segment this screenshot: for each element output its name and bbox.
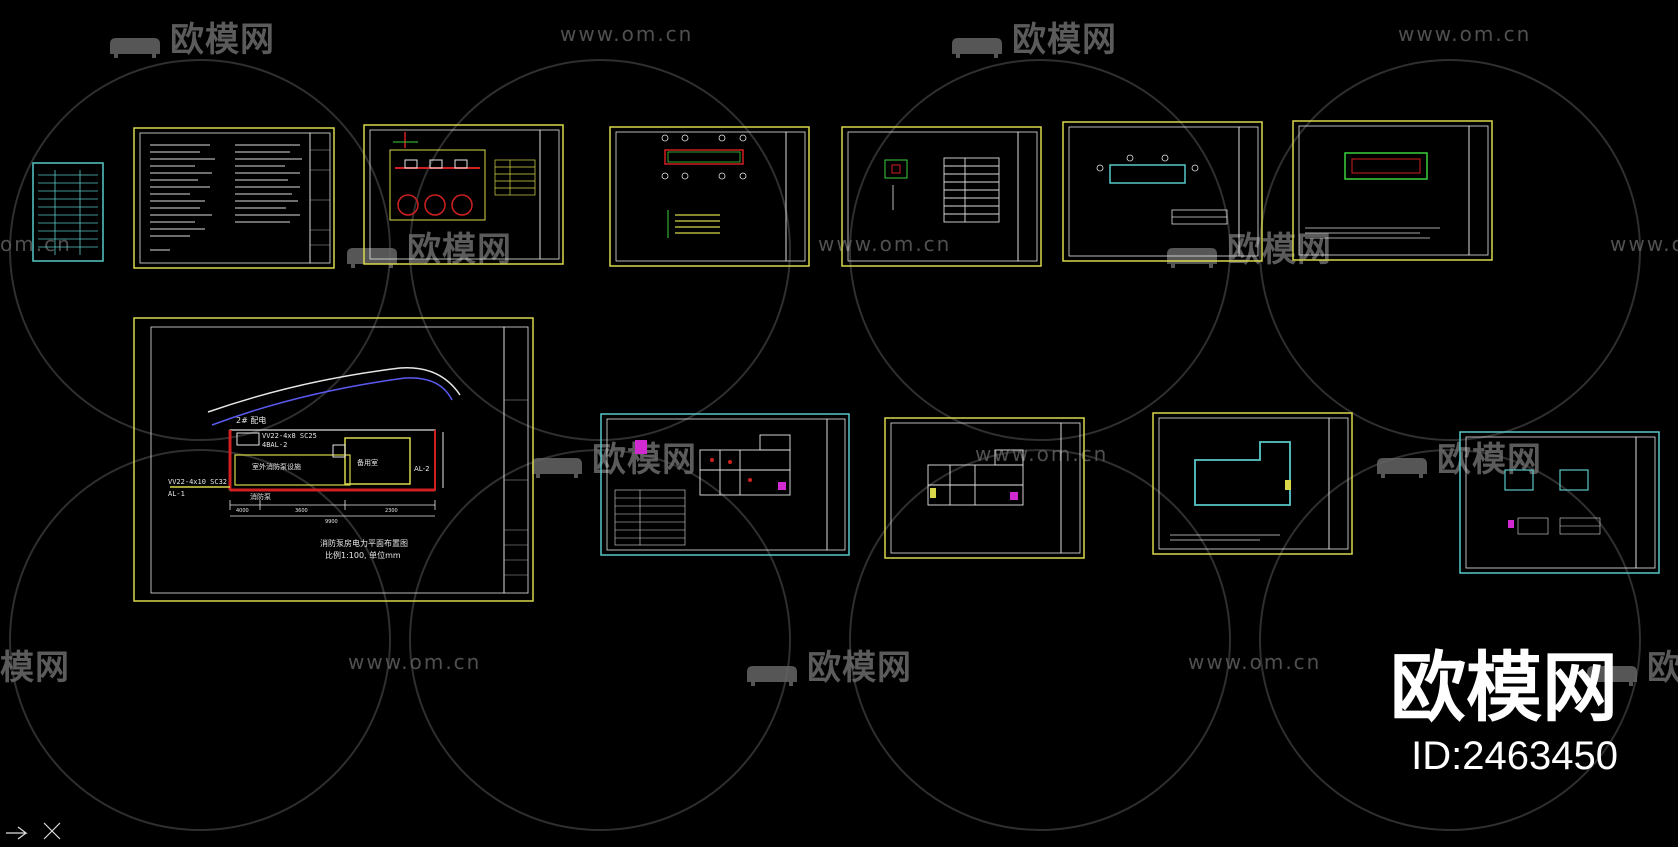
watermark-brand: 欧模网 [1375,432,1542,481]
electrical-system-sheet[interactable] [841,126,1042,267]
sofa-icon [745,657,799,686]
room-label-fire-pump: 消防泵 [250,493,271,501]
first-floor-lighting-sheet[interactable] [884,417,1085,559]
label-feeder-top-2: 4BAL-2 [262,441,288,449]
watermark-brand: 欧 [1585,640,1678,689]
watermark-brand: 欧模网 [530,432,697,481]
foundation-plan-sheet[interactable] [609,126,810,267]
sofa-icon [345,239,399,268]
watermark-url: www.om.cn [560,22,694,46]
room-label-al2: AL-2 [414,465,430,473]
dim-1: 4000 [236,508,249,514]
watermark-url: www.o [1610,232,1678,256]
brand-logo: 欧模网 [1390,643,1618,732]
brand-overlay: 欧模网 ID:2463450 [1390,650,1618,779]
room-label-distribution: 2# 配电 [236,416,267,425]
ucs-axis-icon [4,815,64,845]
sofa-icon [1585,657,1639,686]
sofa-icon [1165,239,1219,268]
dim-4: 9900 [325,519,338,525]
label-feeder-top: VV22-4x8 SC25 [262,432,317,440]
design-notes-sheet[interactable] [133,127,335,269]
room-label-pump: 室外消防泵设施 [252,463,301,471]
main-power-plan-sheet[interactable] [133,317,534,602]
room-label-spare: 备用室 [357,459,378,467]
roof-plan-sheet[interactable] [1062,121,1263,262]
watermark-brand: 欧模网 [1165,222,1332,271]
label-feeder-left-2: AL-1 [168,490,185,498]
ucs-axis-icon [6,822,61,840]
sofa-icon [1375,449,1429,478]
watermark-url: www.om.cn [1188,650,1322,674]
detail-sheet[interactable] [1459,431,1660,574]
lightning-protection-sheet[interactable] [1292,120,1493,261]
watermark-brand: 欧模网 [108,12,275,61]
watermark-url: www.om.cn [1398,22,1532,46]
roof-lightning-sheet[interactable] [1152,412,1353,555]
dim-3: 2300 [385,508,398,514]
watermark-url: om.cn [0,232,72,256]
watermark-url: www.om.cn [348,650,482,674]
label-feeder-left: VV22-4x10 SC32 [168,478,228,486]
dim-2: 3600 [295,508,308,514]
watermark-brand: 模网 [0,648,70,688]
sofa-icon [108,29,162,58]
plan-scale: 比例1:100, 单位mm [325,551,401,560]
sofa-icon [950,29,1004,58]
watermark-url: www.om.cn [818,232,952,256]
asset-id: ID:2463450 [1411,734,1618,778]
plan-title: 消防泵房电力平面布置图 [320,539,408,548]
watermark-brand: 欧模网 [745,640,912,689]
sofa-icon [530,449,584,478]
drawing-index-sheet[interactable] [32,162,104,262]
watermark-brand: 欧模网 [950,12,1117,61]
pump-room-layout-sheet[interactable] [363,124,564,265]
first-floor-power-sheet[interactable] [600,413,850,556]
